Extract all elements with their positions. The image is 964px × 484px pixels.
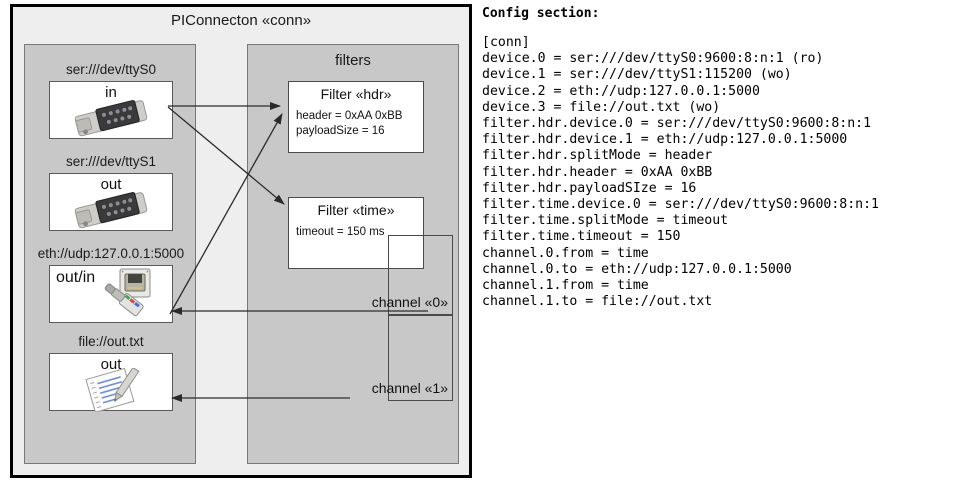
filter-title: Filter «hdr»	[320, 86, 392, 102]
filter-properties: timeout = 150 ms	[296, 225, 385, 240]
filter-property: timeout = 150 ms	[296, 226, 385, 238]
config-heading: Config section:	[482, 6, 600, 21]
device-label: file://out.txt	[78, 334, 144, 349]
filter-properties: header = 0xAA 0xBB payloadSize = 16	[296, 109, 402, 139]
document-pencil-icon	[80, 366, 150, 417]
device-box[interactable]: in	[49, 81, 173, 139]
page-title: PIConnecton «conn»	[170, 12, 312, 29]
channel-label: channel «1»	[371, 380, 448, 396]
device-direction: out	[100, 356, 122, 373]
device-group-ttyS0[interactable]: ser:///dev/ttyS0 in	[25, 61, 197, 139]
channel-1-box[interactable]: channel «1»	[372, 315, 453, 401]
devices-panel: ser:///dev/ttyS0 in	[24, 44, 196, 464]
device-box[interactable]: out	[49, 353, 173, 413]
connection-diagram: PIConnecton «conn» ser:///dev/ttyS0 in	[10, 4, 472, 478]
filter-property: payloadSize = 16	[296, 125, 385, 137]
filter-time-box[interactable]: Filter «time» timeout = 150 ms	[288, 197, 424, 269]
filter-property: header = 0xAA 0xBB	[296, 110, 403, 122]
channel-0-box[interactable]: channel «0»	[372, 235, 453, 315]
device-label: ser:///dev/ttyS1	[65, 154, 157, 169]
config-text: [conn] device.0 = ser:///dev/ttyS0:9600:…	[482, 35, 879, 310]
device-direction: out/in	[56, 269, 96, 286]
device-group-eth[interactable]: eth://udp:127.0.0.1:5000 out/in	[25, 245, 197, 323]
device-direction: in	[105, 84, 117, 101]
serial-port-icon	[68, 98, 156, 143]
device-group-file[interactable]: file://out.txt out	[25, 333, 197, 413]
filter-hdr-box[interactable]: Filter «hdr» header = 0xAA 0xBB payloadS…	[288, 81, 424, 153]
device-box[interactable]: out	[49, 173, 173, 231]
config-section: Config section: [conn] device.0 = ser://…	[482, 6, 964, 310]
device-label: eth://udp:127.0.0.1:5000	[37, 246, 185, 261]
ethernet-icon	[104, 268, 170, 327]
device-direction: out	[100, 176, 122, 193]
device-label: ser:///dev/ttyS0	[65, 62, 157, 77]
serial-port-icon	[68, 190, 156, 235]
filter-title: Filter «time»	[317, 202, 395, 218]
device-group-ttyS1[interactable]: ser:///dev/ttyS1 out	[25, 153, 197, 231]
filters-panel: filters Filter «hdr» header = 0xAA 0xBB …	[247, 44, 459, 464]
device-box[interactable]: out/in	[49, 265, 173, 323]
channel-label: channel «0»	[371, 294, 448, 310]
filters-panel-title: filters	[335, 52, 371, 69]
